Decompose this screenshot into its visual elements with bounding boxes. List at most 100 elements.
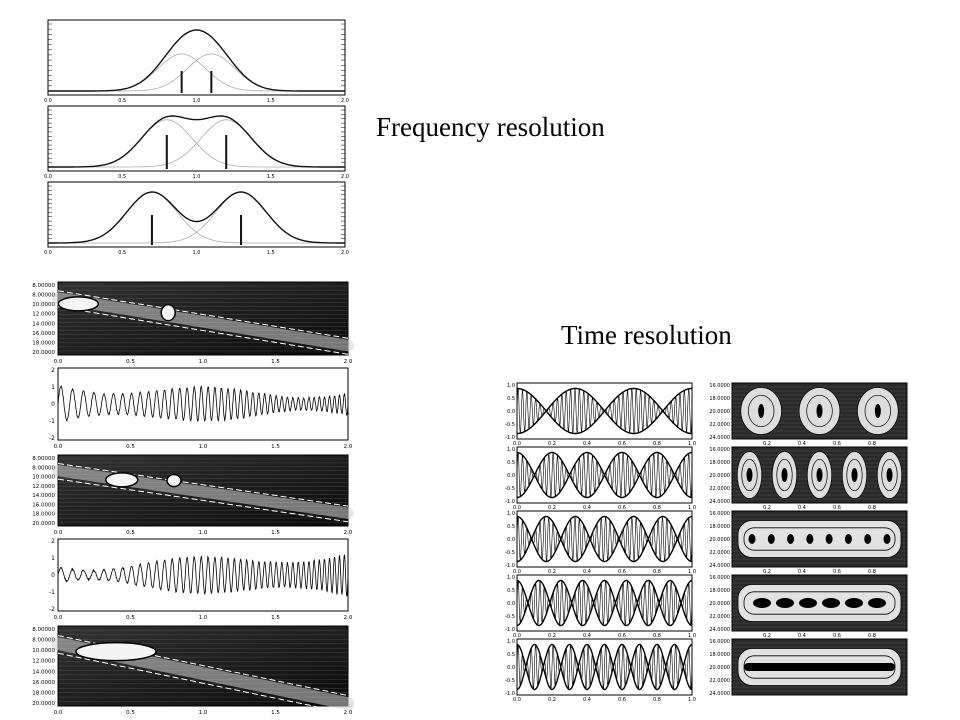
signal-y-tick: 0: [51, 572, 55, 579]
map-y-tick: 20.0000: [709, 473, 730, 479]
contour-line: [881, 458, 898, 492]
energy-peak: [816, 404, 823, 418]
gauss-x-tick: 0.0: [44, 250, 52, 256]
signal-y-tick: -2: [49, 435, 55, 442]
time-tick: 0.5: [126, 359, 135, 365]
component-curve: [48, 53, 345, 92]
signal-y-tick: -1: [49, 418, 55, 425]
energy-ridge: [744, 663, 895, 671]
panel-frame: [47, 181, 346, 248]
signal-x-tick: 0.4: [583, 441, 591, 447]
energy-peak: [746, 468, 753, 482]
signal-y-tick: 2: [51, 367, 55, 374]
map-y-tick: 22.0000: [709, 678, 730, 684]
map-y-tick: 20.0000: [709, 601, 730, 607]
signal-trace: [57, 384, 349, 423]
contour-line: [741, 458, 758, 492]
contour-line: [57, 652, 349, 714]
gauss-x-tick: 1.5: [267, 250, 275, 256]
signal-x-tick: 0.0: [513, 569, 521, 575]
time-tick: 1.0: [199, 710, 208, 716]
map-y-tick: 16.0000: [709, 639, 730, 645]
signal-y-tick: 0.5: [507, 524, 515, 530]
energy-peak: [844, 534, 852, 544]
gauss-x-tick: 2.0: [341, 250, 349, 256]
map-x-tick: 0.2: [763, 569, 771, 575]
freq-tick: 12.0000: [32, 312, 55, 318]
envelope-curve: [517, 387, 692, 413]
ridge-band: [52, 292, 354, 352]
freq-tick: 18.0000: [32, 340, 55, 346]
freq-tick: 14.0000: [32, 669, 55, 675]
map-y-tick: 16.0000: [709, 383, 730, 389]
map-y-tick: 16.0000: [709, 447, 730, 453]
signal-x-tick: 0.8: [653, 697, 661, 703]
energy-peak: [845, 598, 863, 608]
energy-peak: [816, 468, 823, 482]
gauss-x-tick: 1.5: [267, 174, 275, 180]
freq-tick: 14.0000: [32, 321, 55, 327]
signal-y-tick: 1: [51, 555, 55, 562]
contour-line: [776, 458, 793, 492]
signal-x-tick: 0.4: [583, 569, 591, 575]
map-x-tick: 0.6: [833, 441, 841, 447]
panel-frame: [47, 19, 346, 96]
signal-x-tick: 0.0: [513, 505, 521, 511]
energy-band: [737, 584, 902, 622]
signal-y-tick: 1.0: [507, 447, 515, 453]
freq-tick: 18.0000: [32, 690, 55, 696]
gauss-x-tick: 0.0: [44, 98, 52, 104]
time-tick: 1.0: [199, 530, 208, 536]
time-tick: 0.5: [126, 530, 135, 536]
freq-tick: 12.0000: [32, 484, 55, 490]
energy-peak: [822, 598, 840, 608]
gauss-x-tick: 1.0: [193, 174, 201, 180]
signal-x-tick: 1.0: [688, 697, 696, 703]
signal-x-tick: 1.0: [688, 569, 696, 575]
signal-y-tick: -0.5: [505, 678, 515, 684]
signal-y-tick: 0.0: [507, 665, 515, 671]
time-tick: 1.5: [271, 359, 280, 365]
map-y-tick: 20.0000: [709, 409, 730, 415]
energy-peak: [753, 598, 771, 608]
signal-y-tick: 0.5: [507, 396, 515, 402]
map-x-tick: 0.2: [763, 505, 771, 511]
map-y-tick: 22.0000: [709, 422, 730, 428]
signal-x-tick: 0.0: [54, 615, 63, 621]
time-tick: 0.5: [126, 710, 135, 716]
wavelet-map-3: 8.000008.0000010.000012.000014.000016.00…: [32, 625, 355, 716]
envelope-curve: [517, 536, 692, 563]
envelope-curve: [517, 579, 692, 604]
map-y-tick: 18.0000: [709, 396, 730, 402]
signal-y-tick: 0.0: [507, 409, 515, 415]
energy-peak: [748, 534, 756, 544]
energy-peak: [825, 534, 833, 544]
energy-blob: [166, 473, 182, 488]
sum-curve: [48, 191, 345, 244]
energy-peak: [776, 598, 794, 608]
signal-y-tick: -0.5: [505, 486, 515, 492]
envelope-curve: [517, 473, 692, 499]
gauss-x-tick: 1.5: [267, 98, 275, 104]
contour-line: [747, 394, 775, 428]
freq-tick: 10.0000: [32, 475, 55, 481]
map-y-tick: 18.0000: [709, 588, 730, 594]
signal-y-tick: 0.5: [507, 460, 515, 466]
map-x-tick: 0.8: [868, 633, 876, 639]
signal-x-tick: 0.0: [54, 444, 63, 450]
signal-y-tick: 1.0: [507, 639, 515, 645]
freq-tick: 10.0000: [32, 648, 55, 654]
signal-y-tick: -1.0: [505, 691, 515, 697]
signal-y-tick: 0.0: [507, 473, 515, 479]
signal-x-tick: 0.5: [126, 444, 135, 450]
signal-y-tick: 0.5: [507, 588, 515, 594]
signal-y-tick: 0.0: [507, 537, 515, 543]
map-y-tick: 24.0000: [709, 435, 730, 441]
map-x-tick: 0.4: [798, 505, 806, 511]
